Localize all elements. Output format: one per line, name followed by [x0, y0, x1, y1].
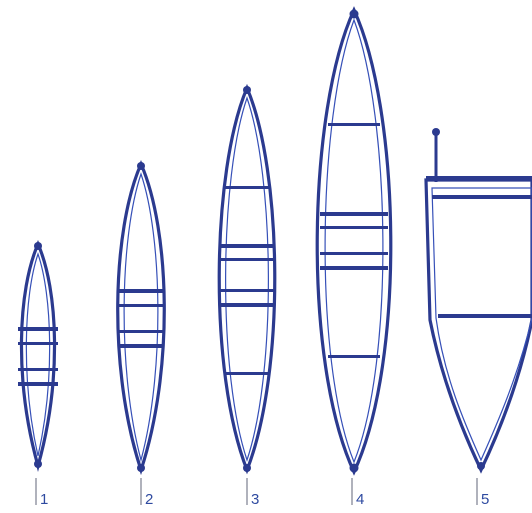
profile-label-1: 1 — [40, 491, 48, 508]
profile-3: 3 — [217, 83, 277, 508]
profile-label-5: 5 — [481, 491, 489, 508]
profile-label-4: 4 — [356, 491, 364, 508]
profile-4: 4 — [315, 6, 393, 508]
profile-2: 2 — [116, 160, 166, 508]
profile-label-3: 3 — [251, 491, 259, 508]
profile-5: 5 — [424, 128, 532, 508]
profile-label-2: 2 — [145, 491, 153, 508]
profile-1: 1 — [18, 239, 58, 508]
